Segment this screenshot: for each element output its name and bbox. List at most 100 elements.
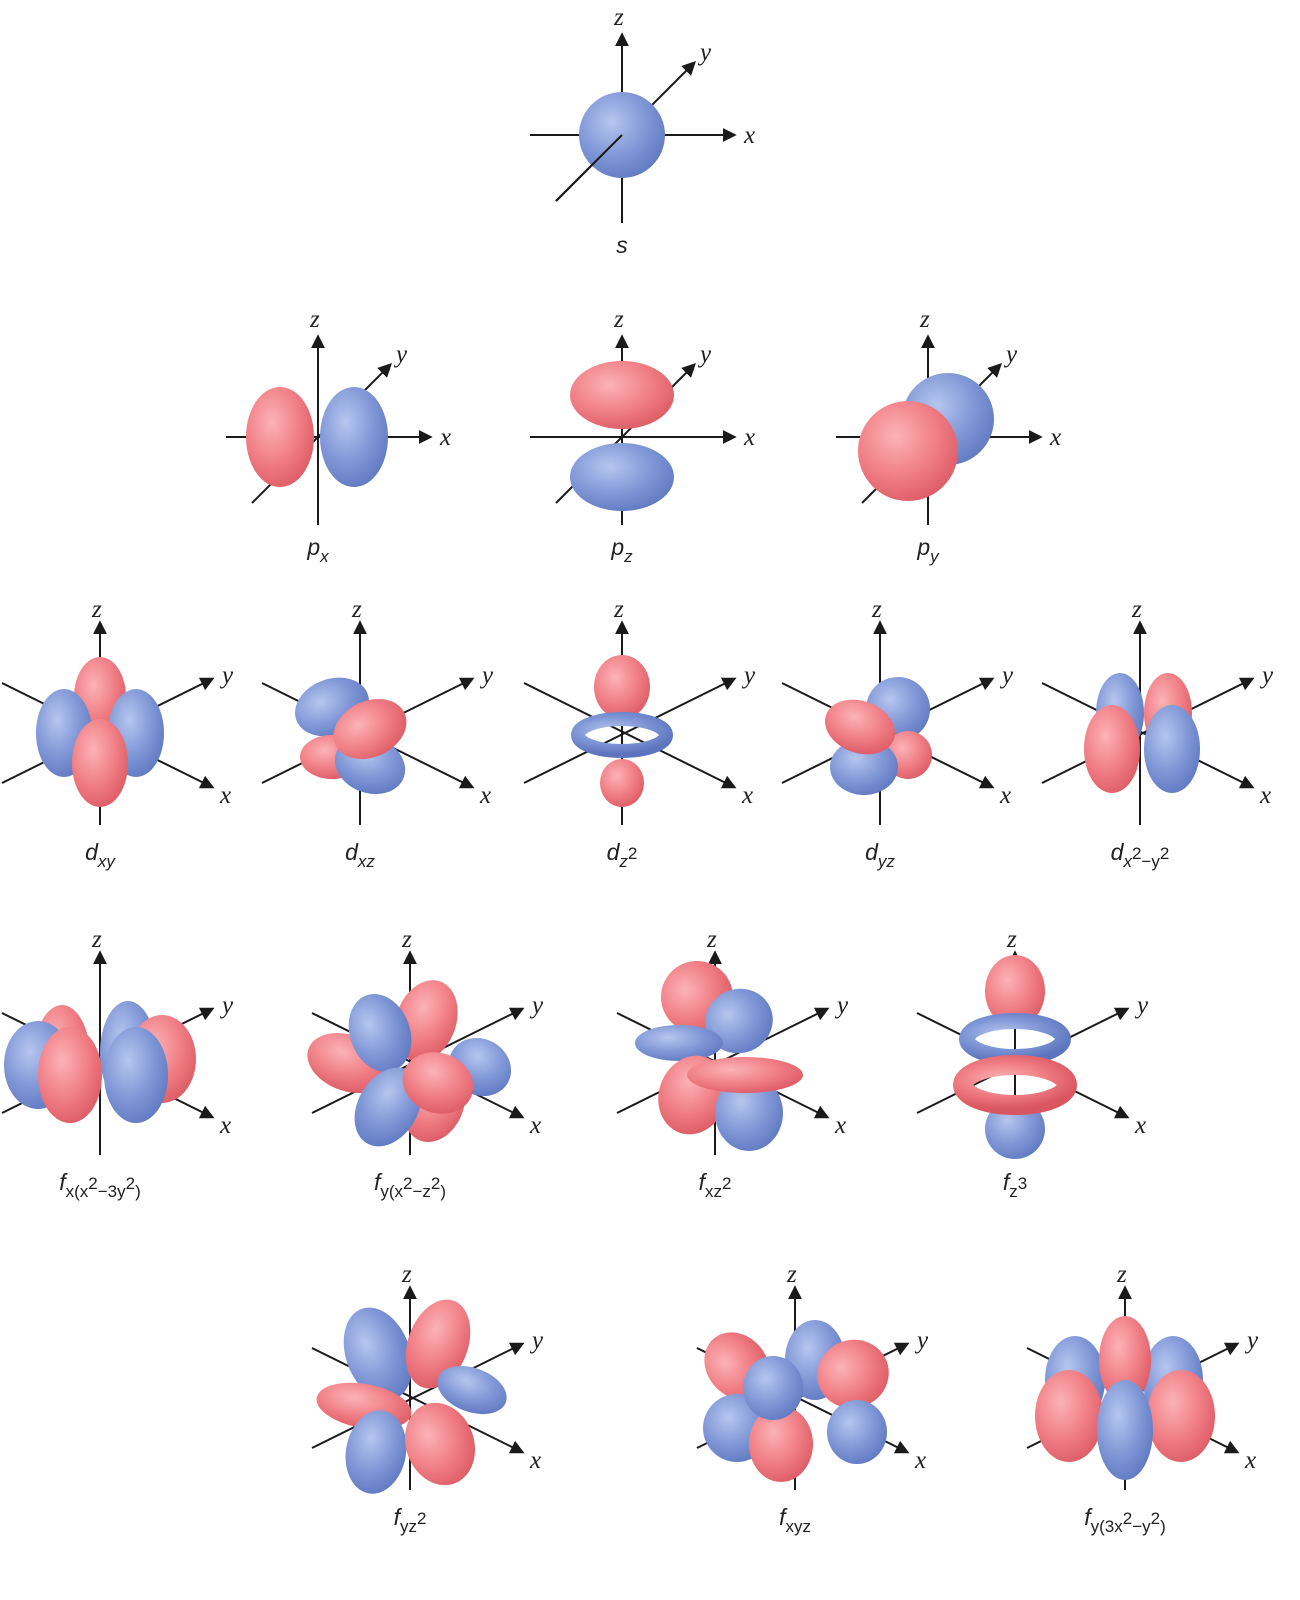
lobe-positive <box>817 1339 889 1409</box>
orbital-label: fy(3x2−y2) <box>1084 1504 1166 1536</box>
y-axis-label: y <box>219 662 234 689</box>
orbital-label: dz2 <box>607 839 638 871</box>
lobe-positive <box>749 1406 813 1482</box>
orbital-label: pz <box>610 534 633 566</box>
x-axis-label: x <box>479 782 491 809</box>
d-orbital-four-lobes-icon <box>261 620 475 825</box>
lobe-negative <box>570 443 674 511</box>
f-orbital-lobes-and-rings-icon <box>616 950 830 1155</box>
lobe-negative <box>830 739 898 795</box>
d-orbital-four-lobes-icon <box>1 620 215 825</box>
p-orbital-two-lobes-icon <box>226 334 433 525</box>
f-orbital-lobes-and-two-rings-icon <box>916 950 1130 1159</box>
lobe-positive <box>246 387 314 487</box>
lobe-positive <box>594 655 650 719</box>
torus-positive <box>953 1055 1077 1115</box>
s-orbital-sphere-icon <box>530 32 737 223</box>
y-axis-label: y <box>529 1327 544 1354</box>
y-axis-label: y <box>697 39 712 66</box>
x-axis-label: x <box>1049 424 1061 451</box>
orbital-label: dxz <box>345 839 375 871</box>
orbital-panel-py: x y z py <box>836 306 1061 566</box>
z-axis-label: z <box>401 926 412 953</box>
orbital-label: py <box>916 534 940 566</box>
z-axis-label: z <box>706 926 717 953</box>
lobe-positive <box>858 401 958 501</box>
lobe-negative <box>827 1400 887 1464</box>
z-axis-label: z <box>351 596 362 623</box>
orbital-label: dx2−y2 <box>1111 839 1170 871</box>
y-axis-label: y <box>1003 341 1018 368</box>
y-axis-label: y <box>697 341 712 368</box>
f-orbital-six-lobes-icon <box>1026 1285 1240 1490</box>
z-axis-label: z <box>91 926 102 953</box>
x-axis-label: x <box>743 424 755 451</box>
y-axis-label: y <box>999 662 1014 689</box>
x-axis-label: x <box>1259 782 1271 809</box>
d-orbital-lobes-and-torus-icon <box>523 620 737 825</box>
lobe-positive <box>402 1052 474 1114</box>
orbital-panel-dyz: x y z dyz <box>781 596 1014 871</box>
x-axis-label: x <box>529 1447 541 1474</box>
lobe-positive <box>72 719 128 807</box>
z-axis-label: z <box>919 306 930 333</box>
lobe-negative <box>348 994 412 1072</box>
lobe-positive <box>687 1057 803 1093</box>
x-axis-label: x <box>741 782 753 809</box>
orbital-panel-px: x y z px <box>226 306 451 566</box>
orbital-label: fx(x2−3y2) <box>59 1169 141 1201</box>
z-axis-label: z <box>871 596 882 623</box>
lobe-negative <box>743 1356 803 1420</box>
f-orbital-six-lobes-icon <box>311 1285 525 1494</box>
lobe-negative <box>1097 1380 1153 1480</box>
x-axis-label: x <box>1134 1112 1146 1139</box>
lobe-negative <box>345 1410 407 1494</box>
orbital-label: px <box>306 534 329 566</box>
x-axis-label: x <box>219 782 231 809</box>
z-axis-label: z <box>401 1261 412 1288</box>
y-axis-label: y <box>529 992 544 1019</box>
orbital-label: fxyz <box>779 1504 811 1536</box>
z-axis-label: z <box>1116 1261 1127 1288</box>
f-orbital-six-lobes-icon <box>1 950 215 1155</box>
orbital-label: dyz <box>865 839 895 871</box>
lobe-positive <box>985 955 1045 1027</box>
lobe-negative <box>343 1307 413 1401</box>
x-axis-label: x <box>219 1112 231 1139</box>
orbital-label: fz3 <box>1003 1169 1027 1201</box>
p-orbital-two-lobes-icon <box>530 334 737 525</box>
y-axis-label: y <box>834 992 849 1019</box>
x-axis-label: x <box>439 424 451 451</box>
x-axis-label: x <box>1244 1447 1256 1474</box>
x-axis-label: x <box>743 122 755 149</box>
y-axis-label: y <box>393 341 408 368</box>
lobe-positive <box>1084 705 1140 793</box>
x-axis <box>523 682 737 789</box>
orbital-label: fy(x2−z2) <box>374 1169 446 1201</box>
x-axis-label: x <box>834 1112 846 1139</box>
orbital-label: s <box>616 232 628 258</box>
y-axis <box>311 1342 525 1449</box>
lobe-positive <box>38 1027 102 1123</box>
x-axis <box>311 1347 525 1454</box>
x-axis-label: x <box>999 782 1011 809</box>
lobe-positive <box>570 361 674 429</box>
lobe-negative <box>104 1027 168 1123</box>
z-axis-label: z <box>1131 596 1142 623</box>
y-axis-label: y <box>741 662 756 689</box>
lobe-positive <box>825 699 895 755</box>
lobe-positive <box>404 1402 476 1486</box>
d-orbital-four-lobes-icon <box>1041 620 1255 825</box>
orbital-label: fxz2 <box>699 1169 732 1201</box>
z-axis-label: z <box>309 306 320 333</box>
